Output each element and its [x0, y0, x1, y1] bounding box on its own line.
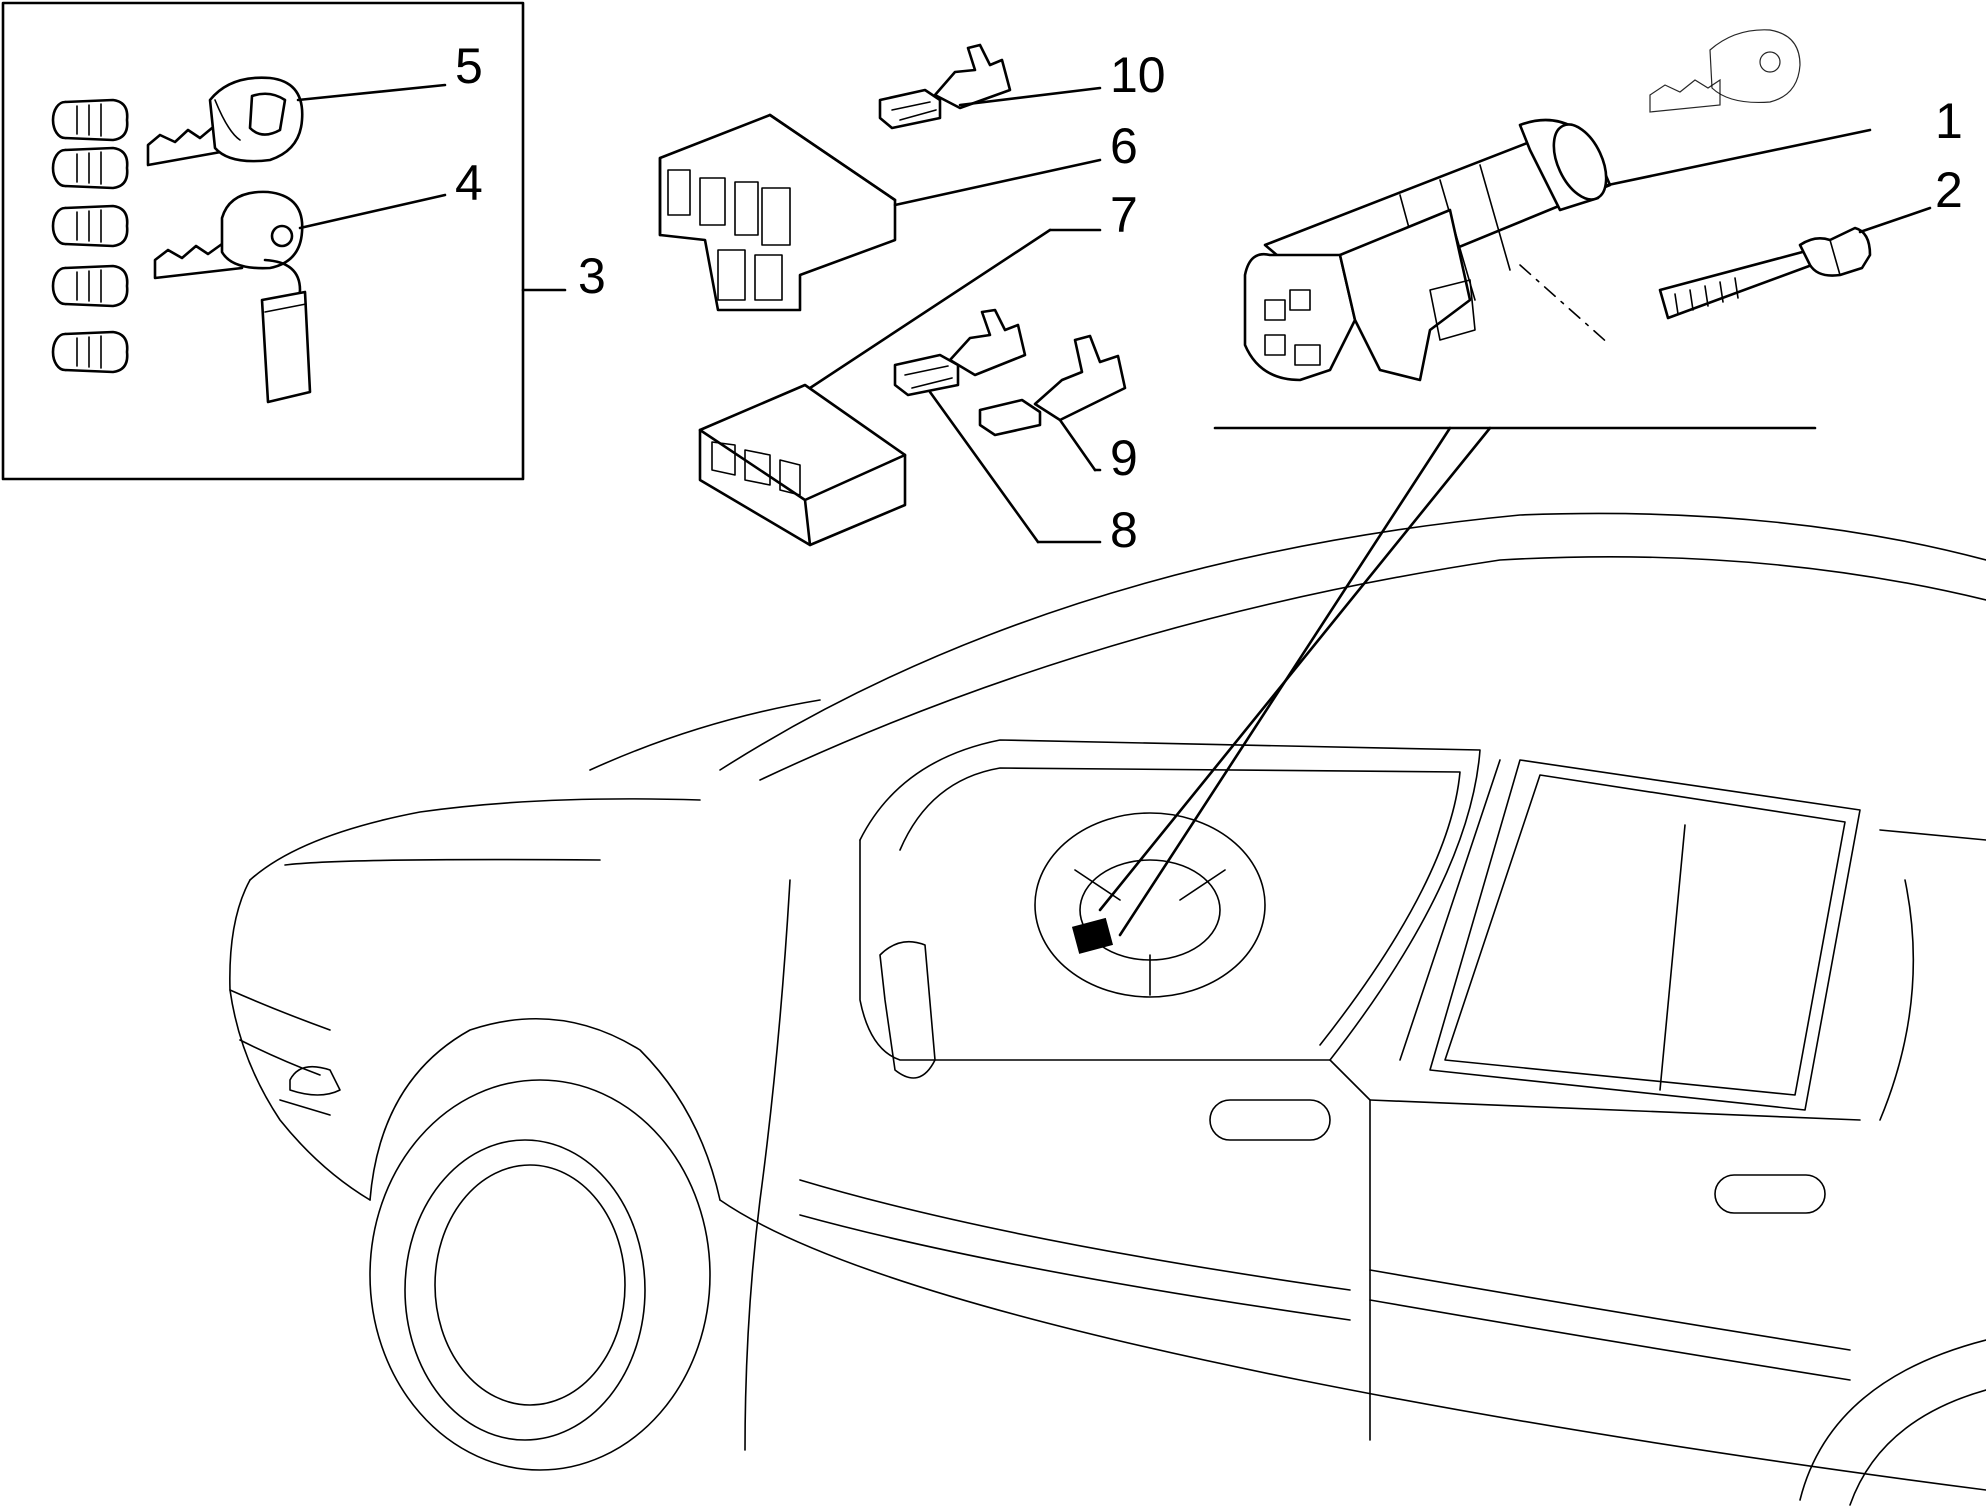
terminal-double-icon: [893, 308, 1027, 397]
connector-block-small-icon: [698, 383, 907, 547]
callout-4: 4: [455, 155, 483, 211]
lock-barrels-icon: [51, 98, 129, 374]
callout-2: 2: [1935, 162, 1963, 218]
key-icon: [146, 76, 304, 167]
kit-frame: [1, 1, 567, 481]
ignition-lock-icon: [1243, 118, 1612, 382]
callout-3: 3: [578, 248, 606, 304]
connector-block-large-icon: [658, 113, 897, 312]
callout-10: 10: [1110, 47, 1166, 103]
callout-1: 1: [1935, 93, 1963, 149]
terminal-single-icon: [978, 334, 1127, 437]
callout-6: 6: [1110, 118, 1138, 174]
leader-lines: [296, 83, 1932, 544]
key-ghost-icon: [1649, 29, 1801, 113]
terminal-double-upper-icon: [878, 43, 1012, 130]
key-with-tag-icon: [153, 190, 312, 404]
callout-8: 8: [1110, 502, 1138, 558]
shear-bolt-icon: [1658, 226, 1872, 320]
car-outline: [229, 512, 1986, 1506]
callout-7: 7: [1110, 187, 1138, 243]
pointer-lines: [1098, 426, 1817, 937]
callout-5: 5: [455, 38, 483, 94]
callout-9: 9: [1110, 430, 1138, 486]
